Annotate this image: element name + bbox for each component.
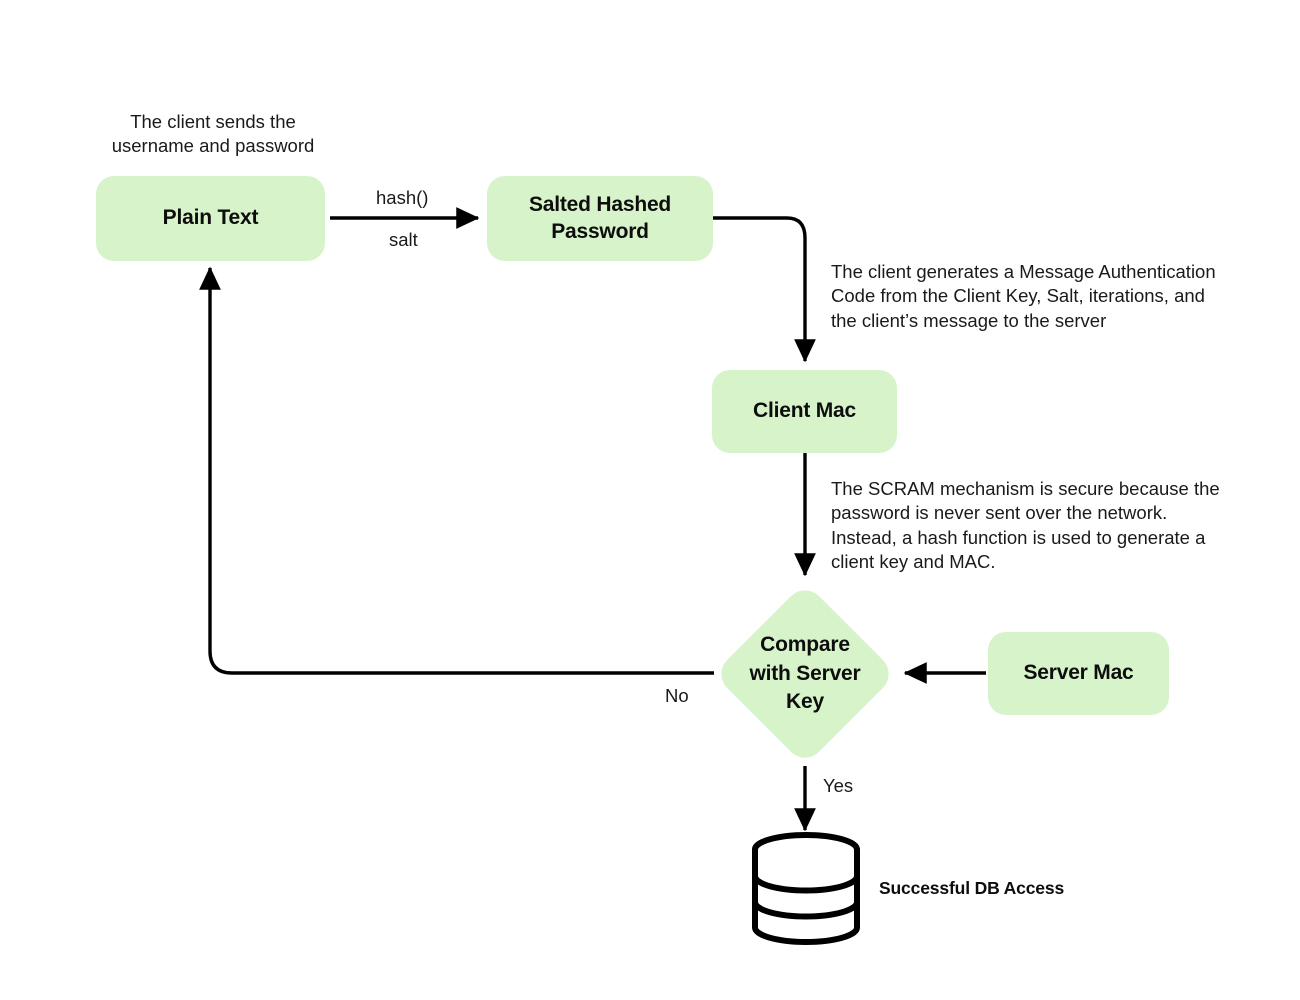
- edge-label-salt: salt: [389, 229, 418, 250]
- node-client-mac[interactable]: Client Mac: [712, 370, 897, 453]
- node-plain-text[interactable]: Plain Text: [96, 176, 325, 261]
- edge-label-yes: Yes: [823, 775, 854, 796]
- node-server-mac[interactable]: Server Mac: [988, 632, 1169, 715]
- node-decision-compare-with-server-key[interactable]: Compare with Server Key: [713, 582, 897, 766]
- node-decision-label: Compare with Server Key: [749, 633, 861, 714]
- label-successful-db-access: Successful DB Access: [879, 878, 1065, 898]
- edge-salted-hash-to-client-mac: [713, 216, 816, 363]
- edge-decision-to-plain-text: [199, 266, 714, 675]
- node-salted-hashed-password-label: Salted Hashed Password: [528, 192, 672, 243]
- caption-client-generates-mac: The client generates a Message Authentic…: [831, 261, 1216, 331]
- node-salted-hashed-password[interactable]: Salted Hashed Password: [487, 176, 713, 261]
- caption-client-sends-credentials: The client sends the username and passwo…: [111, 111, 315, 157]
- database-icon: [752, 832, 860, 945]
- node-client-mac-label: Client Mac: [752, 399, 857, 423]
- caption-scram-security-note: The SCRAM mechanism is secure because th…: [831, 478, 1220, 573]
- node-plain-text-label: Plain Text: [162, 206, 259, 230]
- edge-label-no: No: [665, 685, 689, 706]
- database-cylinder-icon: [751, 831, 861, 946]
- edge-label-hash: hash(): [376, 187, 429, 208]
- node-server-mac-label: Server Mac: [1023, 661, 1134, 685]
